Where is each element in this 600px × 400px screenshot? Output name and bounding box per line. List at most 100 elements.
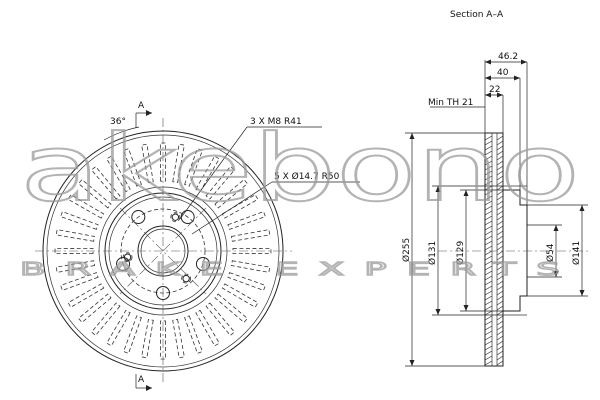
hatch-line bbox=[484, 255, 493, 261]
hatch-line bbox=[484, 360, 493, 366]
vent-vane bbox=[231, 229, 271, 242]
hatch-line bbox=[496, 225, 504, 231]
hatch-line bbox=[496, 175, 504, 181]
hatch-line bbox=[496, 180, 504, 186]
thread-hole bbox=[171, 213, 180, 221]
hatch-line bbox=[496, 330, 504, 336]
section-hatching bbox=[484, 135, 504, 366]
hatch-line bbox=[484, 175, 493, 181]
hatch-line bbox=[484, 270, 493, 276]
thickness-dimensions: 46.2 40 22 Min TH 21 bbox=[428, 52, 528, 205]
hatch-line bbox=[496, 145, 504, 151]
hatch-line bbox=[484, 190, 493, 196]
thread-hole-outline bbox=[170, 212, 181, 223]
hatch-line bbox=[484, 305, 493, 311]
hatch-line bbox=[484, 340, 493, 346]
watermark-tagline: BRAKE EXPERTS bbox=[20, 259, 580, 280]
hatch-line bbox=[496, 200, 504, 206]
hatch-line bbox=[496, 220, 504, 226]
hatch-line bbox=[484, 330, 493, 336]
hatch-line bbox=[496, 150, 504, 156]
vent-vane bbox=[214, 293, 248, 323]
hatch-line bbox=[496, 335, 504, 341]
hatch-line bbox=[484, 195, 493, 201]
bolt-leader bbox=[191, 181, 273, 235]
hatch-line bbox=[496, 165, 504, 171]
hatch-line bbox=[496, 250, 504, 256]
hatch-line bbox=[496, 320, 504, 326]
diameter-dimensions: Ø255 Ø131 Ø129 Ø54 Ø141 bbox=[401, 132, 588, 367]
vent-vane bbox=[78, 293, 112, 323]
hatch-line bbox=[484, 235, 493, 241]
hatch-line bbox=[496, 170, 504, 176]
hatch-line bbox=[484, 200, 493, 206]
hatch-line bbox=[496, 155, 504, 161]
hatch-line bbox=[496, 290, 504, 296]
hatch-line bbox=[496, 265, 504, 271]
center-line-diagonal-2 bbox=[119, 207, 207, 295]
hatch-line bbox=[484, 170, 493, 176]
hatch-line bbox=[484, 300, 493, 306]
hatch-line bbox=[496, 235, 504, 241]
hatch-line bbox=[496, 315, 504, 321]
hatch-line bbox=[484, 205, 493, 211]
hatch-line bbox=[484, 185, 493, 191]
hatch-line bbox=[496, 210, 504, 216]
bolt-hole bbox=[131, 210, 146, 225]
hatch-line bbox=[496, 285, 504, 291]
section-title: Section A–A bbox=[450, 10, 504, 20]
hat-diameter-label: Ø131 bbox=[427, 241, 438, 265]
hatch-line bbox=[496, 140, 504, 146]
vent-vane bbox=[67, 283, 105, 308]
hatch-line bbox=[496, 325, 504, 331]
hatch-line bbox=[484, 280, 493, 286]
hatch-line bbox=[496, 260, 504, 266]
hatch-line bbox=[484, 225, 493, 231]
hatch-line bbox=[484, 215, 493, 221]
hatch-line bbox=[484, 160, 493, 166]
vent-vane bbox=[55, 229, 95, 242]
section-marker-top: A bbox=[138, 101, 145, 111]
brand-watermark: akebono BRAKE EXPERTS bbox=[19, 114, 581, 281]
hatch-line bbox=[496, 205, 504, 211]
hatch-line bbox=[496, 215, 504, 221]
hatch-line bbox=[496, 350, 504, 356]
thread-hole bbox=[123, 253, 132, 261]
hatch-line bbox=[484, 145, 493, 151]
hat-height-label: 40 bbox=[497, 68, 509, 78]
hatch-line bbox=[484, 345, 493, 351]
hatch-line bbox=[484, 285, 493, 291]
watermark-logo: akebono bbox=[20, 115, 580, 222]
hatch-line bbox=[496, 310, 504, 316]
vent-vane bbox=[123, 315, 142, 354]
hatch-line bbox=[496, 305, 504, 311]
hatch-line bbox=[496, 160, 504, 166]
hatch-line bbox=[484, 250, 493, 256]
hatch-line bbox=[496, 280, 504, 286]
outer-diameter-label: Ø255 bbox=[401, 238, 412, 262]
hatch-line bbox=[484, 310, 493, 316]
min-thickness-label: Min TH 21 bbox=[428, 98, 473, 108]
hatch-line bbox=[496, 275, 504, 281]
thread-hole-outline bbox=[122, 252, 133, 263]
hatch-line bbox=[496, 345, 504, 351]
hatch-line bbox=[496, 360, 504, 366]
center-line-diagonal bbox=[119, 207, 207, 295]
bolt-hole bbox=[195, 256, 210, 271]
hatch-line bbox=[484, 180, 493, 186]
hatch-line bbox=[484, 275, 493, 281]
vent-vane bbox=[141, 319, 154, 359]
vent-vane bbox=[91, 302, 121, 336]
hatch-line bbox=[484, 220, 493, 226]
vent-vane bbox=[184, 315, 203, 354]
hatch-line bbox=[484, 155, 493, 161]
section-view: Section A–A 46.2 40 bbox=[401, 10, 588, 367]
hatch-line bbox=[484, 140, 493, 146]
hatch-line bbox=[496, 295, 504, 301]
hatch-line bbox=[496, 135, 504, 141]
vent-vane bbox=[195, 309, 220, 347]
section-cut-bottom: A bbox=[135, 374, 152, 391]
front-view: A A 36° 3 X M8 R41 5 X Ø14.7 R50 bbox=[35, 101, 360, 391]
vent-angle-arc bbox=[103, 126, 140, 141]
